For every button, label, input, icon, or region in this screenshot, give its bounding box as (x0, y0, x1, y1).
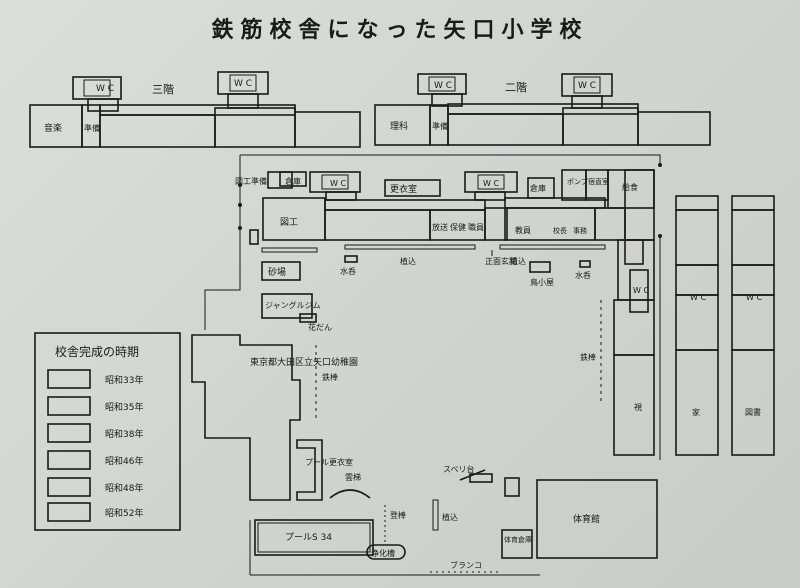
ground-floor-building (249, 169, 655, 456)
legend-swatch-s52 (47, 502, 91, 522)
small-structure (504, 477, 520, 497)
room-tosho: 図書 (745, 407, 761, 417)
monkey-bars (329, 489, 371, 499)
legend-title: 校舎完成の時期 (55, 344, 139, 359)
legend-swatch-s46 (47, 450, 91, 470)
room-shi: 視 (634, 403, 642, 412)
label-buranko: ブランコ (450, 560, 482, 570)
label-jungle: ジャングルジム (265, 300, 321, 310)
room-koui: 更衣室 (390, 183, 417, 195)
label-pool-koui: プール更衣室 (305, 457, 353, 467)
legend (34, 332, 181, 531)
room-housou: 放送 (432, 222, 448, 232)
room-souko: 倉庫 (285, 176, 301, 186)
legend-swatch-s35 (47, 396, 91, 416)
wc-label: W C (633, 286, 649, 295)
pool-changing-room (296, 439, 323, 501)
second-floor-label: 二階 (505, 80, 527, 94)
legend-label: 昭和48年 (105, 482, 143, 494)
wc-label: W C (746, 293, 762, 302)
flower-bed (299, 313, 317, 323)
wc-label: W C (483, 179, 499, 188)
second-floor-plan (374, 73, 711, 146)
legend-label: 昭和46年 (105, 455, 143, 467)
room-kyushoku: 給食 (622, 182, 638, 192)
legend-swatch-s33 (47, 369, 91, 389)
bird-house (529, 261, 551, 273)
room-zukou: 図工 (280, 217, 298, 228)
label-suidou: 水呑 (340, 266, 356, 276)
jungle-gym (261, 293, 313, 319)
room-ka: 家 (692, 407, 700, 417)
label-kindergarten: 東京都大田区立矢口幼稚園 (250, 356, 358, 368)
page-title: 鉄筋校舎になった矢口小学校 (211, 18, 589, 43)
wc-label: W C (690, 293, 706, 302)
septic-tank (366, 544, 406, 560)
room-kyouin: 教員 (515, 225, 531, 235)
water-fountain (579, 260, 591, 268)
sandbox (261, 261, 301, 281)
slide (459, 469, 486, 481)
kindergarten (191, 334, 301, 501)
wc-label: W C (330, 179, 346, 188)
wc-label: W C (234, 79, 252, 89)
swimming-pool (254, 519, 374, 556)
legend-label: 昭和52年 (105, 507, 143, 519)
label-tetsubou: 鉄棒 (322, 372, 338, 382)
legend-label: 昭和38年 (105, 428, 143, 440)
gymnasium (536, 479, 658, 559)
room-hoken: 保健 (450, 222, 466, 232)
label-tetsubou: 鉄棒 (580, 352, 596, 362)
label-taiiku-souko: 体育倉庫 (504, 535, 532, 544)
room-jimu: 事務 (573, 226, 587, 235)
wc-label: W C (434, 81, 452, 91)
site-boundary (204, 154, 662, 576)
gym-storage (501, 529, 533, 559)
room-pomp: ポンプ (567, 178, 588, 186)
label-sunaba: 砂場 (268, 266, 286, 278)
label-torigoya: 鳥小屋 (530, 277, 554, 287)
legend-label: 昭和33年 (105, 374, 143, 386)
room-ongaku: 音楽 (44, 122, 62, 134)
room-junbi: 準備 (84, 123, 100, 133)
right-wing (675, 195, 775, 456)
label-noboribou: 登棒 (390, 510, 406, 520)
label-seimon: 正面玄関 (485, 256, 517, 266)
wc-label: W C (578, 81, 596, 91)
room-rika: 理科 (390, 120, 408, 132)
legend-swatch-s48 (47, 477, 91, 497)
label-taiikukan: 体育館 (573, 513, 600, 525)
hedge (432, 499, 439, 531)
label-uekomi: 植込 (510, 256, 526, 266)
room-kouchou: 校長 (553, 226, 567, 235)
label-joukasou: 浄化槽 (371, 548, 395, 558)
label-suberidai: スベリ台 (443, 464, 474, 474)
label-uekomi: 植込 (400, 256, 416, 266)
legend-label: 昭和35年 (105, 401, 143, 413)
room-souko: 倉庫 (530, 183, 546, 193)
legend-swatch-s38 (47, 423, 91, 443)
label-pool: プールS 34 (285, 532, 332, 543)
room-shokuin: 職員 (468, 223, 484, 232)
third-floor-label: 三階 (152, 82, 174, 96)
room-junbi: 準備 (432, 121, 448, 131)
water-fountain (344, 255, 358, 263)
wc-label: W C (96, 84, 114, 94)
room-kougai: 宿直室 (588, 177, 609, 186)
label-uekomi: 植込 (442, 512, 458, 522)
third-floor-plan (29, 71, 361, 148)
label-kadan: 花だん (308, 322, 332, 332)
label-suidou: 水呑 (575, 270, 591, 280)
label-untei: 雲梯 (345, 472, 361, 482)
room-zukou-junbi: 図工準備 (235, 176, 267, 186)
